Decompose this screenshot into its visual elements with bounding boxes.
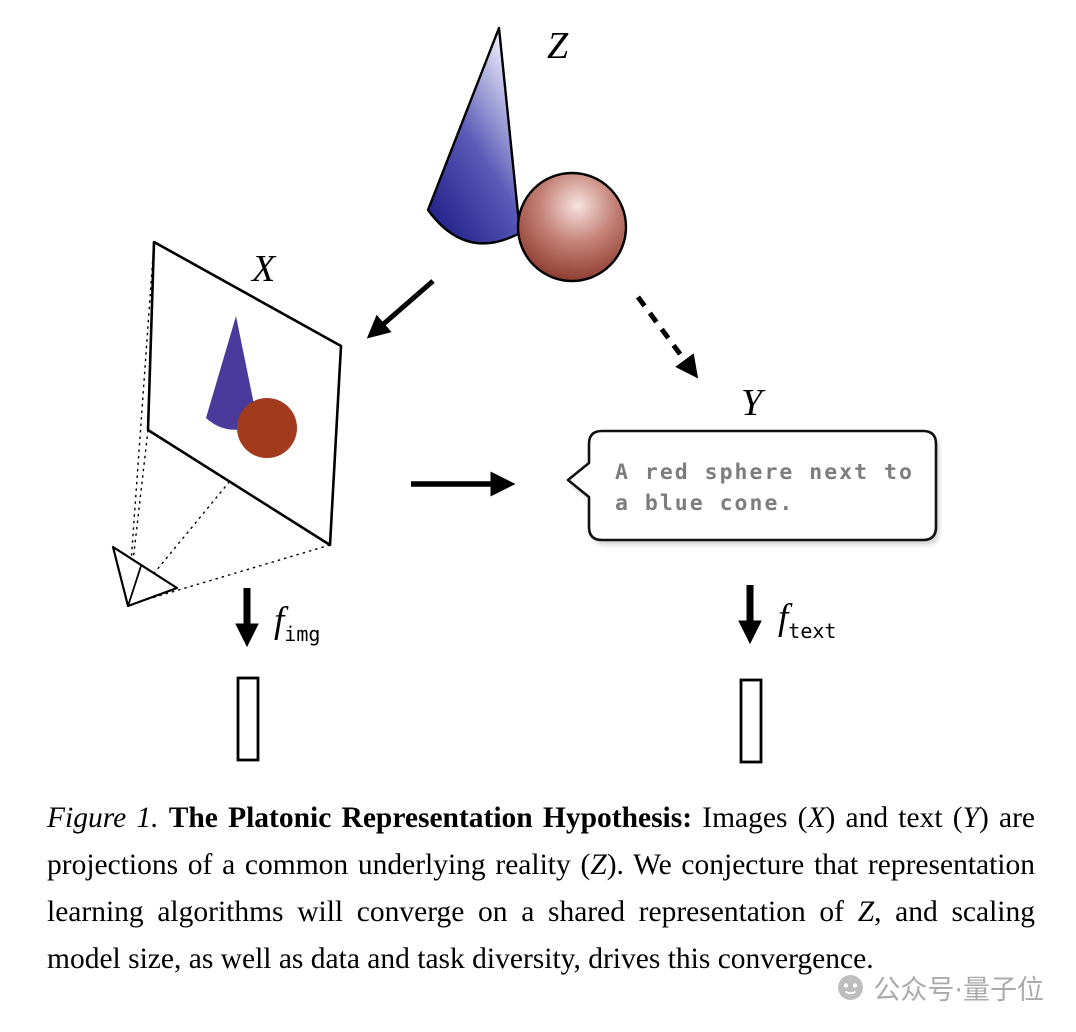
camera-pyramid-edge bbox=[127, 565, 142, 607]
caption-var-y: Y bbox=[962, 802, 979, 834]
blue-cone bbox=[426, 26, 522, 245]
arrow-z-to-y-dashed bbox=[635, 295, 699, 379]
z-label: Z bbox=[547, 25, 569, 67]
diagram-canvas: Z X bbox=[111, 25, 940, 764]
caption-var-z: Z bbox=[590, 849, 607, 881]
speech-bubble bbox=[566, 429, 938, 542]
frustum-line bbox=[127, 544, 331, 606]
caption-text: ). We conjecture that representation lea… bbox=[47, 849, 1036, 928]
red-sphere bbox=[516, 171, 628, 283]
caption-var-x: X bbox=[807, 802, 826, 834]
frustum-line bbox=[127, 241, 155, 606]
vector-embedding-text bbox=[739, 678, 763, 764]
camera-pyramid-face bbox=[111, 545, 179, 608]
figure-diagram: Z X bbox=[111, 25, 940, 764]
y-label: Y bbox=[741, 382, 766, 424]
arrow-z-to-x bbox=[366, 279, 435, 339]
caption-var-z: Z bbox=[857, 896, 875, 928]
speech-bubble-text-line1: A red sphere next to bbox=[615, 460, 914, 485]
caption-text: ) and text ( bbox=[825, 802, 963, 834]
caption-text: , and scaling model size, as well as dat… bbox=[47, 896, 1036, 975]
caption-figure-label: Figure 1. bbox=[47, 802, 169, 834]
caption-title: The Platonic Representation Hypothesis: bbox=[168, 802, 693, 834]
x-label: X bbox=[250, 248, 277, 290]
speech-bubble-text-line2: a blue cone. bbox=[615, 491, 794, 516]
projected-cone bbox=[206, 316, 258, 430]
caption-text: ) are projections of a common underlying… bbox=[47, 802, 1036, 881]
projected-sphere bbox=[237, 398, 297, 458]
vector-embedding-img bbox=[236, 676, 260, 762]
camera-pyramid bbox=[111, 545, 179, 608]
f-text-label: ftext bbox=[778, 597, 836, 643]
figure-caption: Figure 1. The Platonic Representation Hy… bbox=[47, 795, 1035, 983]
caption-text: Images ( bbox=[692, 802, 808, 834]
f-img-label: fimg bbox=[274, 600, 320, 646]
